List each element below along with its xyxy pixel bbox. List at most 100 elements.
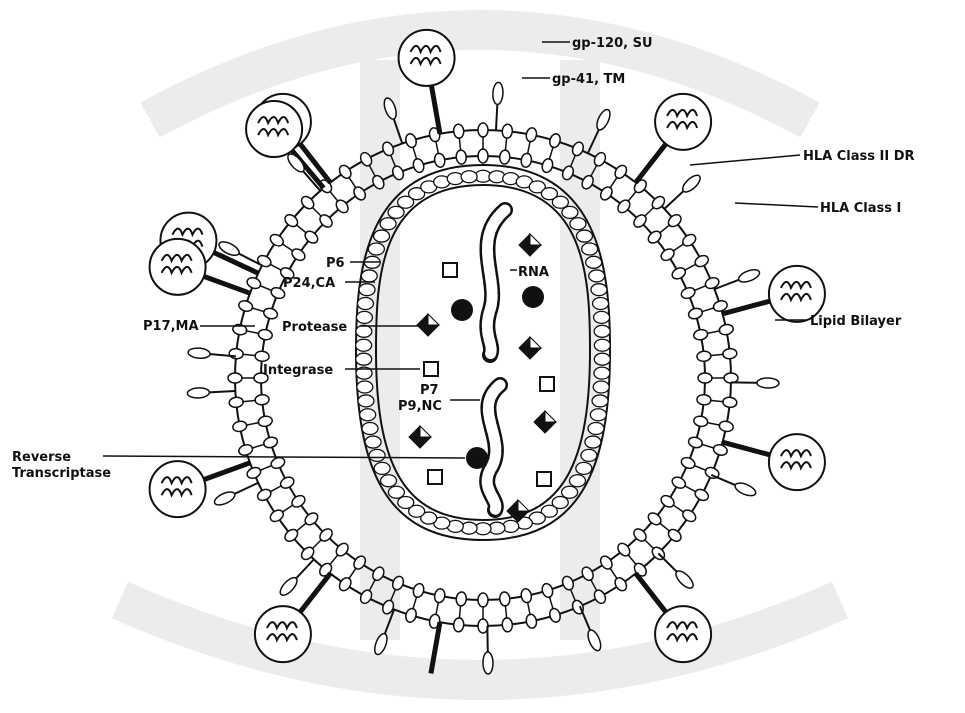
lipid-tail — [270, 264, 282, 271]
lipid-head — [257, 328, 273, 341]
lipid-head — [229, 397, 244, 408]
capsid-subunit — [362, 422, 378, 434]
protease-facet — [518, 500, 529, 511]
label-integrase: Integrase — [263, 363, 333, 378]
capsid-subunit — [582, 243, 598, 255]
lipid-tail — [527, 602, 530, 616]
capsid-subunit — [374, 462, 390, 474]
capsid-subunit — [398, 497, 414, 509]
lipid-tail — [610, 568, 618, 580]
lipid-head — [541, 582, 555, 598]
label-p9: P9,NC — [398, 399, 442, 414]
lipid-tail — [296, 224, 307, 233]
lipid-tail — [684, 485, 696, 492]
lipid-head — [680, 286, 697, 301]
lipid-head — [499, 150, 510, 165]
capsid-subunit — [589, 270, 605, 282]
lipid-head — [270, 456, 287, 471]
lipid-head — [687, 307, 703, 321]
label-reverse-transcriptase-line1: Reverse — [12, 450, 71, 465]
lipid-head — [290, 493, 307, 509]
lipid-tail — [282, 505, 294, 513]
capsid-subunit — [357, 381, 373, 393]
capsid-subunit — [586, 256, 602, 268]
lipid-head — [693, 253, 710, 268]
lipid-head — [613, 163, 629, 180]
lipid-tail — [710, 400, 724, 401]
capsid-subunit — [585, 436, 601, 448]
hla-head — [673, 568, 696, 591]
capsid-subunit — [590, 409, 606, 421]
capsid-subunit — [369, 449, 385, 461]
label-gp41: gp-41, TM — [552, 72, 625, 87]
capsid-subunit — [356, 311, 372, 323]
lipid-tail — [246, 331, 260, 334]
label-protease: Protease — [282, 320, 347, 335]
lipid-head — [456, 150, 467, 165]
rna-strands — [487, 210, 505, 510]
reverse-transcriptase-particle — [466, 447, 488, 469]
capsid-subunit — [562, 206, 578, 218]
capsid-subunit — [593, 381, 609, 393]
lipid-tail — [329, 191, 338, 202]
lipid-head — [525, 613, 538, 629]
integrase-particle — [540, 377, 554, 391]
lipid-tail — [527, 141, 530, 155]
lipid-tail — [701, 444, 714, 448]
lipid-head — [229, 348, 244, 359]
hla-head — [187, 387, 209, 398]
lipid-tail — [242, 400, 256, 401]
capsid-subunit — [388, 486, 404, 498]
label-p17: P17,MA — [143, 319, 199, 334]
lipid-tail — [673, 244, 685, 252]
lipid-head — [433, 152, 446, 168]
lipid-head — [598, 185, 614, 202]
integrase-particle — [424, 362, 438, 376]
lipid-tail — [459, 605, 460, 619]
lipid-head — [238, 443, 254, 457]
lipid-tail — [710, 354, 724, 355]
protease-facet — [428, 314, 439, 325]
lipid-head — [404, 133, 418, 149]
lipid-head — [613, 576, 629, 593]
lipid-head — [693, 415, 709, 428]
capsid-subunit — [365, 436, 381, 448]
capsid-subunit — [374, 230, 390, 242]
lipid-tail — [505, 137, 506, 151]
lipid-head — [548, 133, 562, 149]
lipid-tail — [259, 465, 272, 470]
lipid-head — [693, 487, 710, 502]
lipid-tail — [251, 444, 264, 448]
lipid-tail — [628, 191, 637, 202]
lipid-tail — [282, 244, 294, 252]
hla-head — [733, 480, 757, 498]
capsid-subunit — [588, 422, 604, 434]
lipid-head — [499, 591, 510, 606]
capsid-subunit — [359, 284, 375, 296]
lipid-head — [262, 436, 278, 450]
lipid-head — [693, 328, 709, 341]
protease-facet — [530, 337, 541, 348]
lipid-head — [337, 576, 353, 593]
capsid-subunit — [591, 284, 607, 296]
lipid-head — [478, 123, 488, 137]
lipid-head — [256, 253, 273, 268]
lipid-tail — [329, 554, 338, 565]
capsid-subunit — [562, 486, 578, 498]
capsid-subunit — [357, 298, 373, 310]
label-hla-class-1: HLA Class I — [820, 201, 901, 216]
capsid-subunit — [569, 475, 585, 487]
lipid-head — [520, 588, 533, 604]
lipid-head — [718, 420, 734, 433]
gp41-stem — [723, 442, 773, 455]
lipid-tail — [684, 264, 696, 271]
lipid-head — [722, 397, 737, 408]
integrase-particle — [537, 472, 551, 486]
label-gp120: gp-120, SU — [572, 36, 653, 51]
lipid-head — [696, 351, 711, 362]
gp41-stem — [723, 300, 773, 313]
hla-head — [757, 378, 779, 388]
capsid-subunit — [594, 311, 610, 323]
lipid-head — [255, 351, 270, 362]
